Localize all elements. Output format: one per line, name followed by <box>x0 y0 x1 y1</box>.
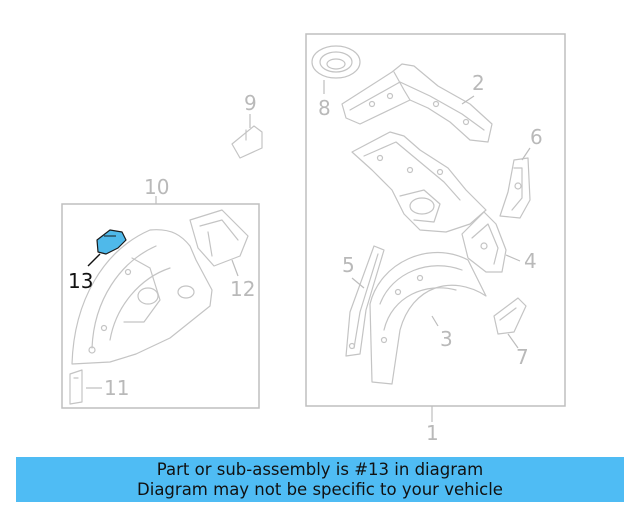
callout-12[interactable]: 12 <box>230 277 255 301</box>
callout-11[interactable]: 11 <box>104 376 129 400</box>
part-7-plate[interactable] <box>493 297 527 335</box>
part-2-rail[interactable] <box>341 63 493 143</box>
part-6-bracket[interactable] <box>499 157 531 219</box>
info-banner: Part or sub-assembly is #13 in diagram D… <box>16 457 624 502</box>
callout-10[interactable]: 10 <box>144 175 169 199</box>
callout-2[interactable]: 2 <box>472 71 485 95</box>
leader-6 <box>521 147 531 161</box>
part-13-highlighted[interactable] <box>96 229 127 255</box>
leader-2 <box>461 95 475 105</box>
assembly-box-1 <box>305 33 566 407</box>
part-8-grommet[interactable] <box>311 45 361 79</box>
part-10-inner-wheelhouse[interactable] <box>71 229 213 365</box>
callout-7[interactable]: 7 <box>516 345 529 369</box>
leader-5 <box>351 277 365 289</box>
callout-8[interactable]: 8 <box>318 96 331 120</box>
part-3-wheelhouse[interactable] <box>369 251 487 385</box>
part-12-bracket[interactable] <box>189 209 249 267</box>
parts-diagram: 1 2 3 4 5 6 7 8 9 10 11 12 13 <box>61 33 566 445</box>
part-4-gusset[interactable] <box>461 211 507 273</box>
leader-3 <box>431 315 439 327</box>
part-5-pillar[interactable] <box>345 245 385 357</box>
assembly-box-10 <box>61 203 260 409</box>
part-9-clip[interactable] <box>231 125 263 159</box>
callout-13[interactable]: 13 <box>68 269 93 293</box>
callout-4[interactable]: 4 <box>524 249 537 273</box>
leader-12 <box>231 259 239 277</box>
callout-1[interactable]: 1 <box>426 421 439 445</box>
callout-9[interactable]: 9 <box>244 91 257 115</box>
part-1-inner-panel[interactable] <box>351 131 487 233</box>
callout-3[interactable]: 3 <box>440 327 453 351</box>
callout-6[interactable]: 6 <box>530 125 543 149</box>
part-11-tab[interactable] <box>69 369 83 405</box>
leader-7 <box>507 333 519 349</box>
banner-line-2: Diagram may not be specific to your vehi… <box>137 479 503 499</box>
callout-5[interactable]: 5 <box>342 253 355 277</box>
banner-line-1: Part or sub-assembly is #13 in diagram <box>156 459 484 479</box>
leader-4 <box>505 254 521 262</box>
leader-13 <box>87 253 101 267</box>
